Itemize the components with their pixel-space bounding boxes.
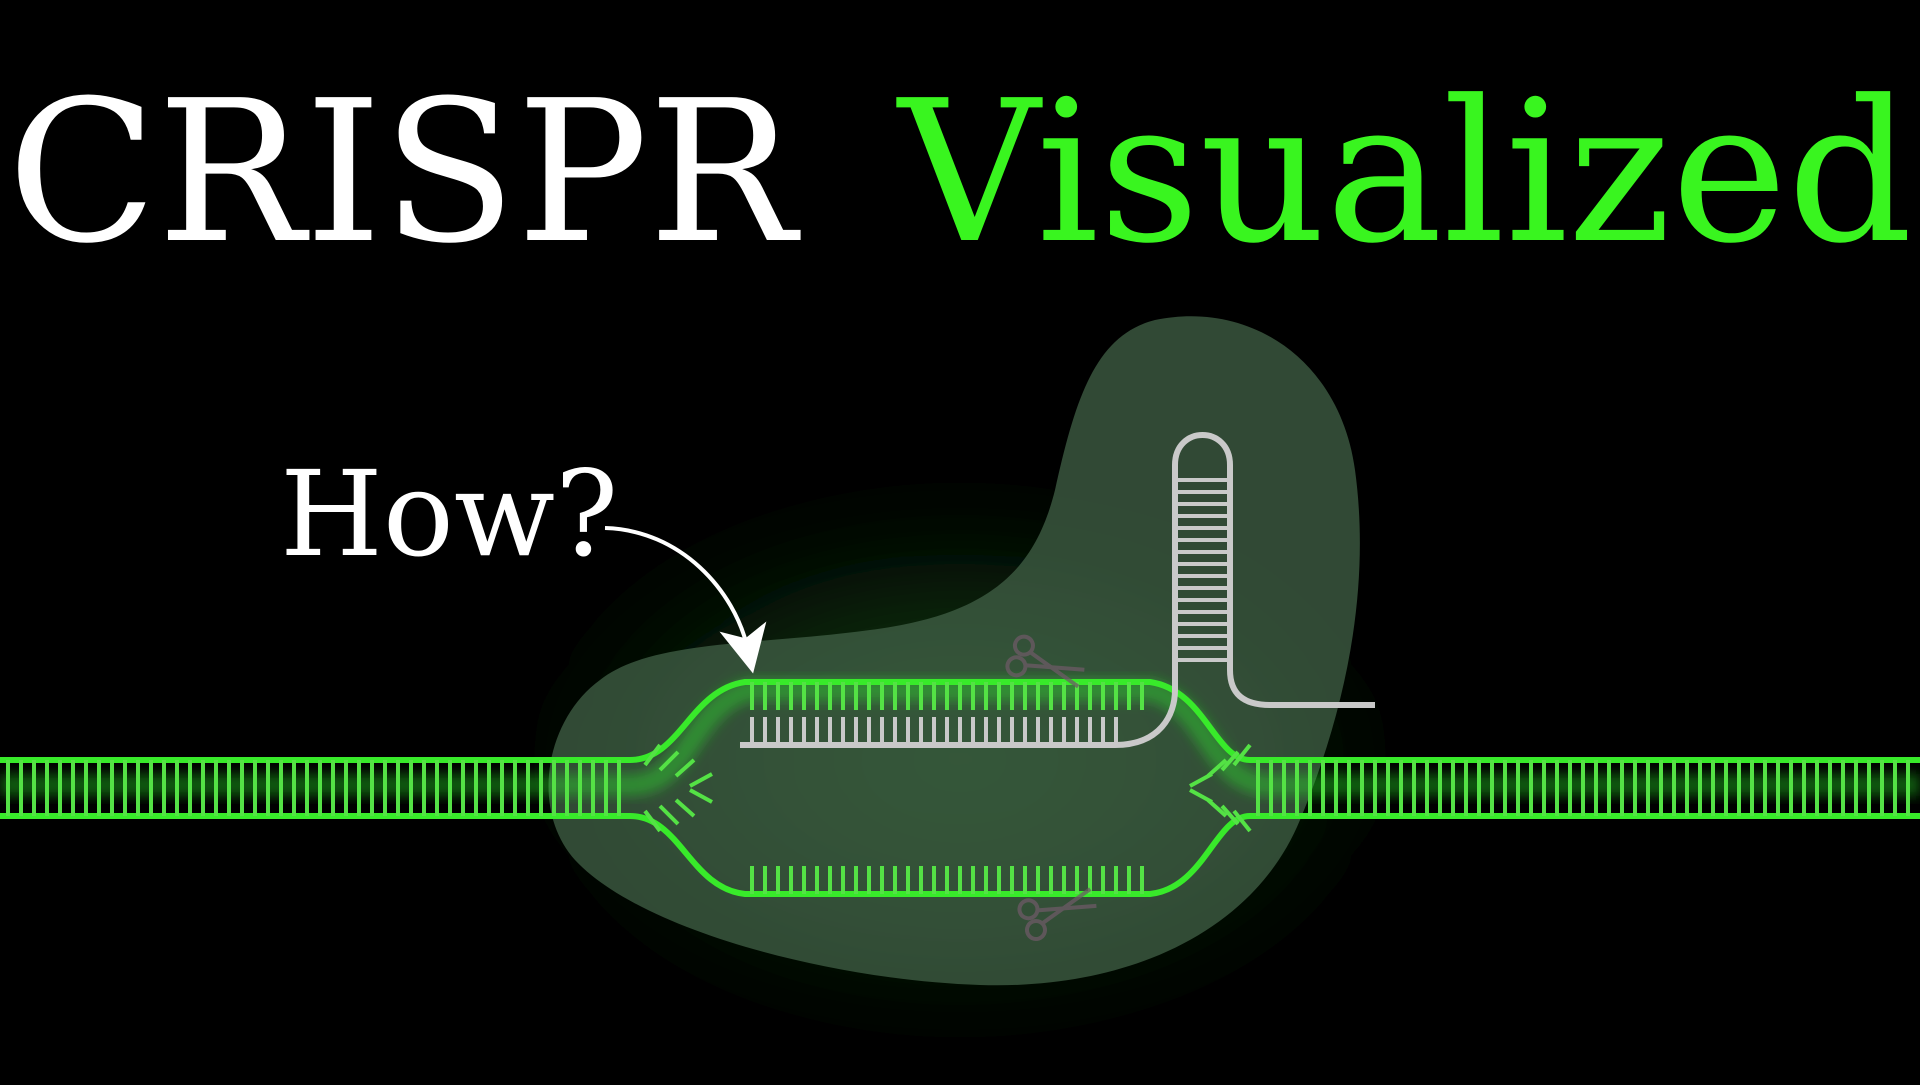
dna-base — [1220, 804, 1240, 826]
guide-rna — [740, 432, 1375, 748]
title-visualized: Visualized — [896, 59, 1913, 287]
dna-base — [643, 809, 662, 833]
scissors-icon — [1005, 634, 1085, 689]
dna-bubble-bottom-strand — [629, 813, 1251, 897]
dna-bubble-top-strand — [629, 679, 1251, 763]
dna-base — [1206, 758, 1228, 778]
dna-base — [1206, 798, 1228, 818]
title: CRISPR Visualized — [7, 59, 1913, 287]
dna-base-pairs — [6, 682, 1910, 894]
dna-base — [658, 804, 680, 826]
dna-base — [643, 743, 662, 767]
dna-base — [674, 758, 696, 778]
dna-base — [689, 772, 713, 788]
cas9-protein-blob — [548, 316, 1360, 986]
dna-base — [689, 788, 713, 804]
dna-base — [658, 750, 680, 772]
title-crispr: CRISPR — [7, 59, 801, 287]
dna-base — [1232, 809, 1252, 833]
dna-base — [1220, 750, 1240, 772]
curved-arrow-icon — [604, 526, 767, 674]
dna-base — [674, 798, 696, 818]
dna-double-helix — [0, 679, 1920, 897]
scissors-icon — [1017, 887, 1097, 941]
guide-rna-bases — [750, 478, 1230, 745]
dna-glow — [0, 679, 1920, 796]
dna-base — [1232, 743, 1252, 767]
how-label: How? — [280, 445, 618, 583]
guide-rna-backbone — [740, 432, 1375, 748]
